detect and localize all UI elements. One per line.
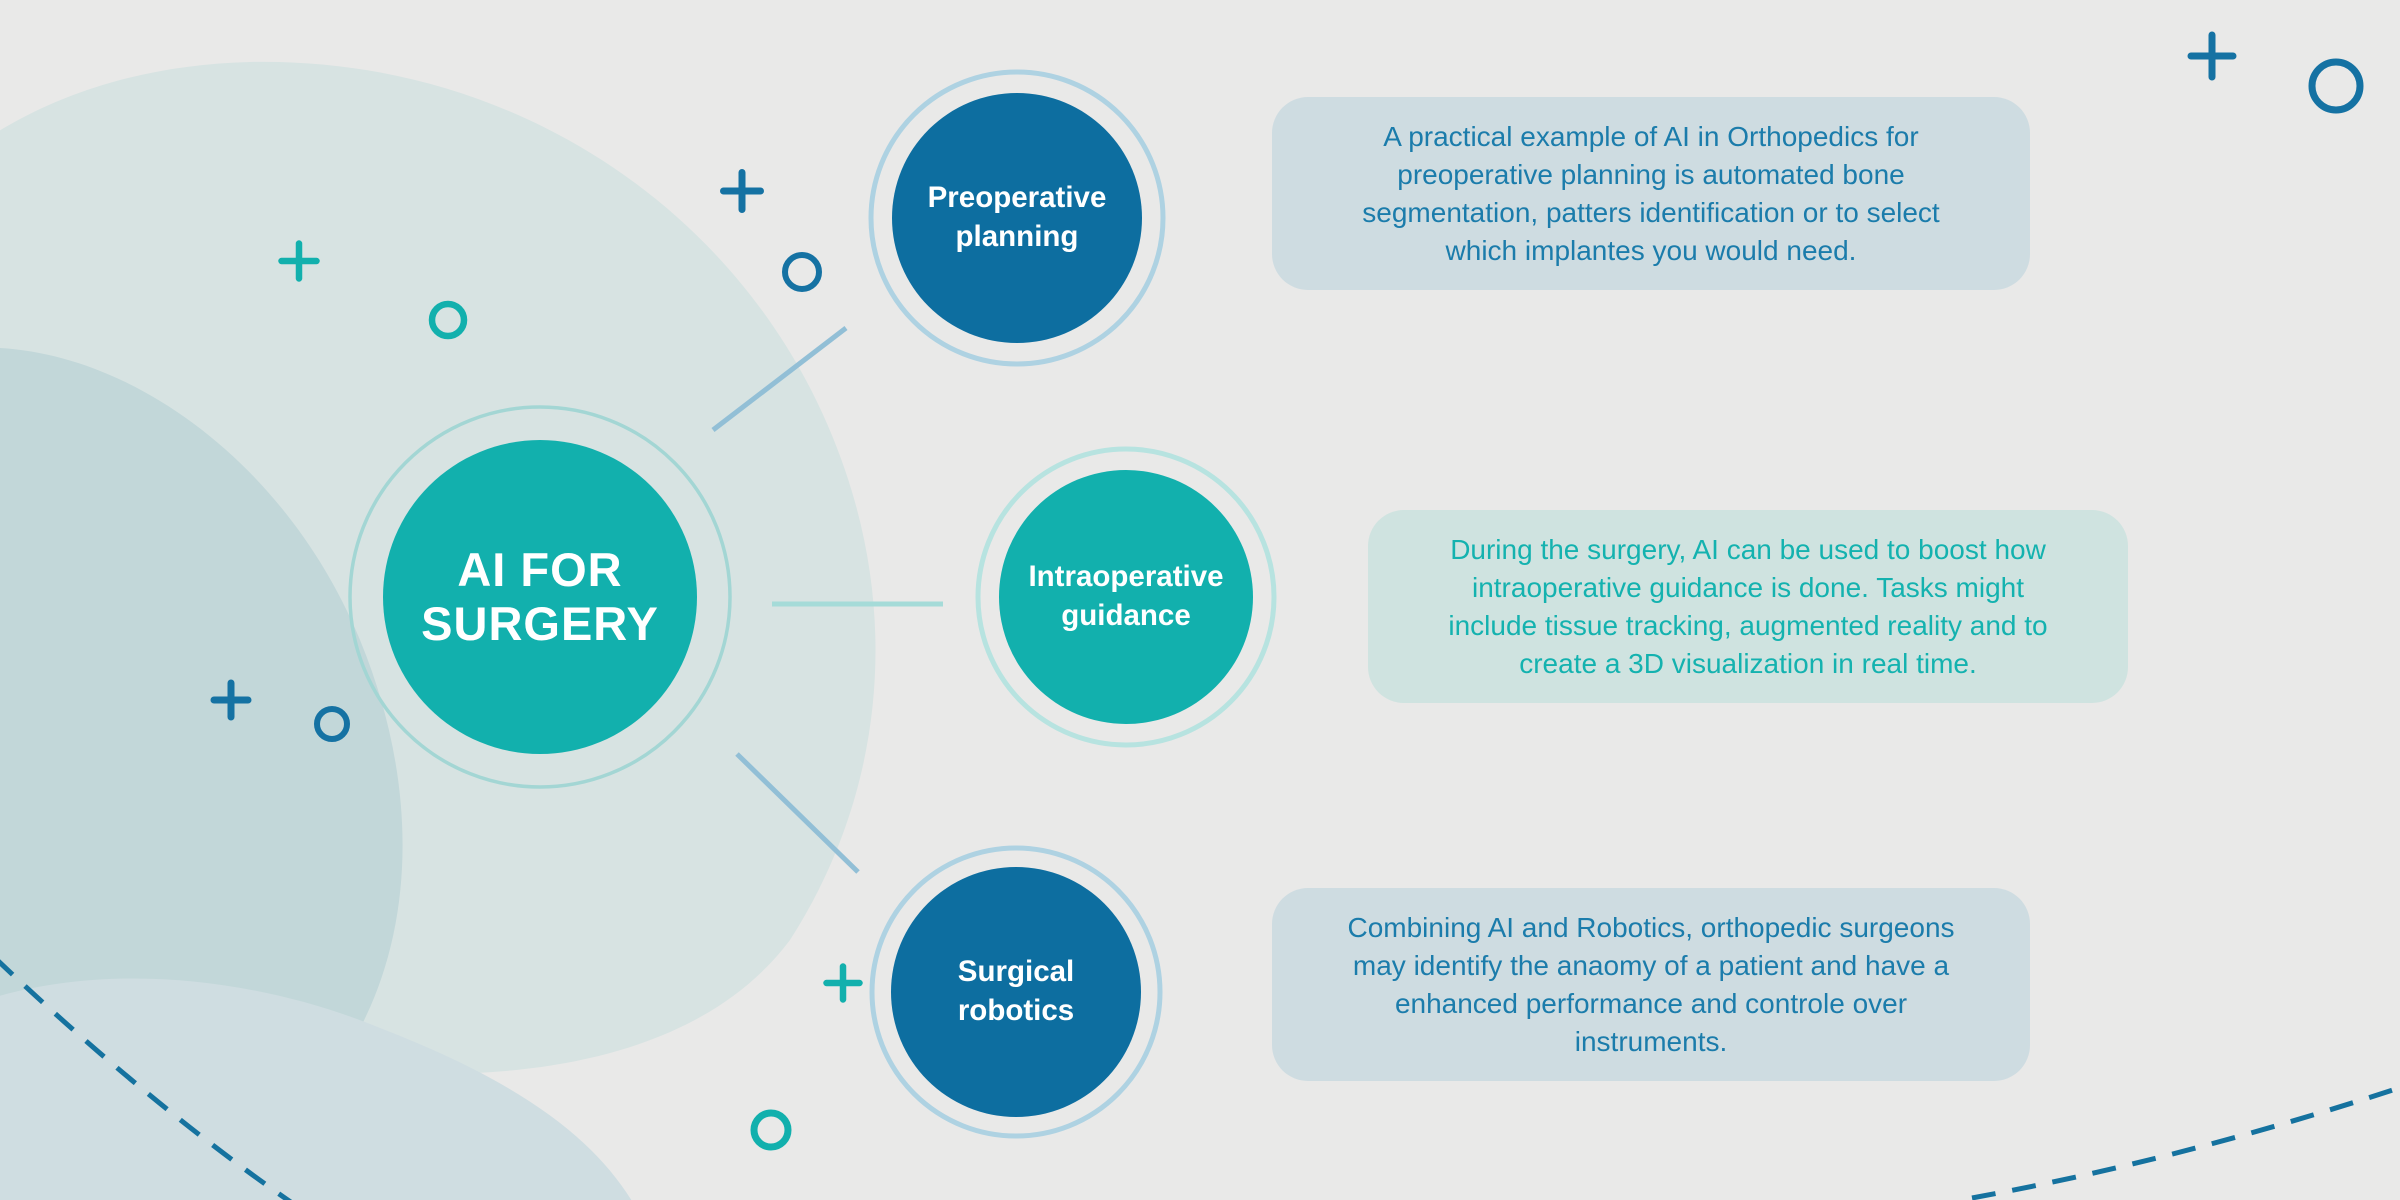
node-intraoperative-guidance: Intraoperative guidance <box>999 470 1253 724</box>
plus-icon <box>720 169 764 213</box>
description-text: During the surgery, AI can be used to bo… <box>1448 533 2048 679</box>
node-label: Intraoperative guidance <box>1028 560 1224 632</box>
intraoperative-node-ring <box>975 446 1277 748</box>
preoperative-node-ring <box>868 69 1166 367</box>
circle-icon <box>782 252 822 292</box>
description-box-preoperative: A practical example of AI in Orthopedics… <box>1272 97 2030 290</box>
node-surgical-robotics: Surgical robotics <box>891 867 1141 1117</box>
description-text: A practical example of AI in Orthopedics… <box>1362 120 1940 266</box>
connector-preoperative <box>711 326 848 432</box>
plus-icon <box>2187 31 2237 81</box>
center-node-ai-for-surgery: AI FOR SURGERY <box>383 440 697 754</box>
dashed-curve-bottom-right <box>1971 1085 2400 1200</box>
circle-icon <box>2308 58 2364 114</box>
background-blob-bottom-left <box>0 978 632 1200</box>
plus-icon <box>210 679 252 721</box>
circle-icon <box>314 706 350 742</box>
dashed-curve-bottom-left <box>0 959 293 1200</box>
plus-icon <box>823 963 863 1003</box>
description-text: Combining AI and Robotics, orthopedic su… <box>1347 911 1955 1057</box>
center-node-ring <box>348 405 732 789</box>
center-node-label: AI FOR SURGERY <box>421 543 659 650</box>
node-label: Preoperative planning <box>927 181 1107 253</box>
surgical-node-ring <box>869 845 1163 1139</box>
node-label: Surgical robotics <box>957 955 1075 1027</box>
plus-icon <box>278 240 320 282</box>
connector-surgical <box>735 752 860 874</box>
circle-icon <box>428 300 468 340</box>
description-box-surgical: Combining AI and Robotics, orthopedic su… <box>1272 888 2030 1081</box>
description-box-intraoperative: During the surgery, AI can be used to bo… <box>1368 510 2128 703</box>
node-preoperative-planning: Preoperative planning <box>892 93 1142 343</box>
circle-icon <box>750 1109 792 1151</box>
